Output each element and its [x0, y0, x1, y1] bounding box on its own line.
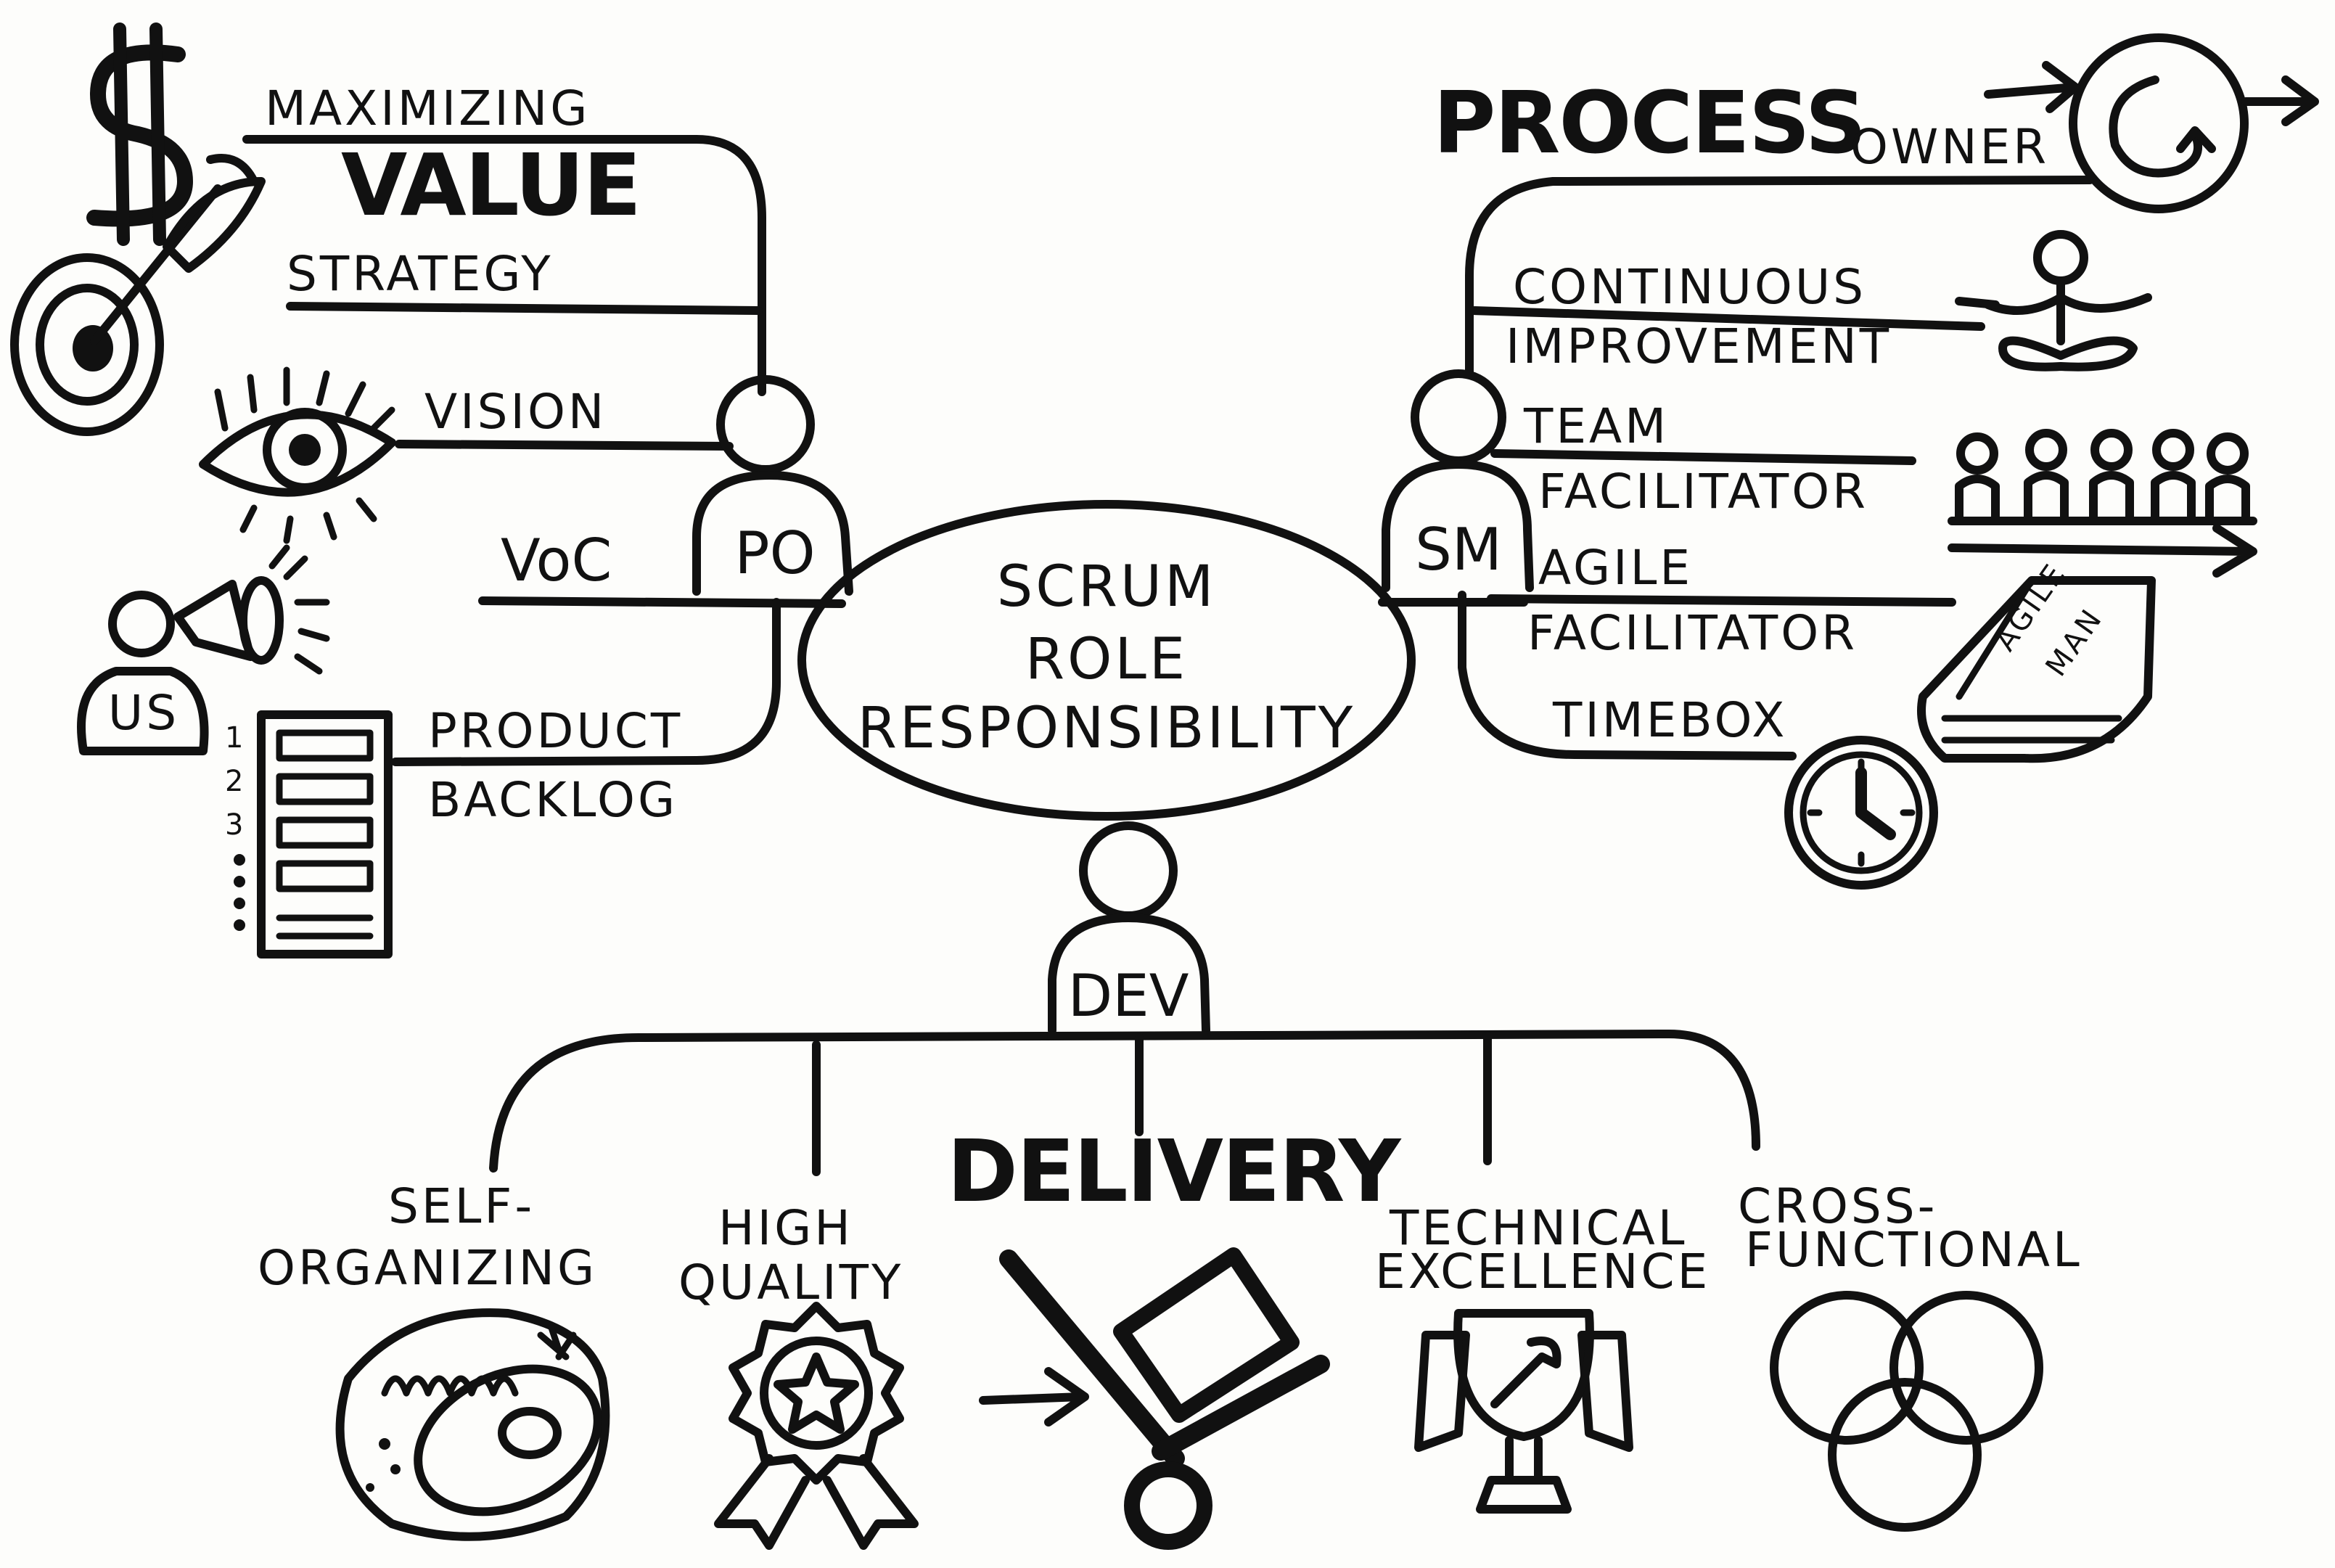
backlog-num-1: 1	[225, 721, 246, 755]
timebox-label: TIMEBOX	[1552, 692, 1788, 748]
meditating-person-icon	[1955, 230, 2152, 372]
maximizing-label: MAXIMIZING	[265, 81, 590, 136]
quality-label: QUALITY	[678, 1255, 903, 1310]
agile-facilitator-label: FACILITATOR	[1527, 605, 1858, 661]
process-label: PROCESS	[1433, 73, 1866, 173]
backlog-list-icon: 1 2 3	[225, 710, 393, 959]
backlog-num-3: 3	[225, 808, 246, 842]
continuous-label: CONTINUOUS	[1513, 259, 1866, 315]
sm-role-label: SM	[1415, 516, 1502, 583]
dev-branch: DEV SELF- ORGANIZING HIGH QUALITY DELIVE…	[258, 821, 2082, 1550]
strategy-label: STRATEGY	[287, 246, 554, 302]
po-role-label: PO	[734, 520, 815, 587]
value-label: VALUE	[341, 135, 640, 235]
cell-icon	[335, 1308, 610, 1541]
megaphone-user-icon: US	[77, 544, 330, 755]
us-label: US	[108, 685, 179, 741]
center-line2: ROLE	[1025, 627, 1188, 692]
book-title-2: MAN	[2040, 602, 2110, 682]
organizing-label: ORGANIZING	[258, 1240, 597, 1296]
dev-avatar: DEV	[1048, 821, 1210, 1035]
eye-icon	[199, 366, 396, 544]
team-people-icon	[1948, 429, 2257, 578]
delivery-label: DELIVERY	[947, 1121, 1402, 1221]
dev-role-label: DEV	[1068, 962, 1189, 1030]
self-label: SELF-	[388, 1178, 535, 1234]
improvement-label: IMPROVEMENT	[1506, 319, 1892, 374]
po-avatar: PO	[692, 375, 853, 596]
award-ribbon-icon	[714, 1302, 919, 1550]
agile-label: AGILE	[1538, 540, 1693, 596]
center-line1: SCRUM	[997, 554, 1217, 620]
book-icon: AGILE MAN	[1917, 557, 2156, 763]
backlog-label: BACKLOG	[428, 772, 678, 828]
sm-avatar: SM	[1382, 369, 1534, 592]
voc-label: VoC	[501, 527, 612, 594]
technical-label: TECHNICAL	[1389, 1200, 1688, 1256]
po-branch: PO MAXIMIZING VALUE STRATEGY VISION VoC …	[10, 22, 853, 959]
product-label: PRODUCT	[428, 703, 683, 759]
owner-label: OWNER	[1850, 119, 2049, 175]
functional-label: FUNCTIONAL	[1745, 1222, 2082, 1278]
team-facilitator-label: FACILITATOR	[1538, 464, 1868, 520]
backlog-num-2: 2	[225, 765, 246, 798]
hand-truck-icon	[979, 1247, 1330, 1550]
excellence-label: EXCELLENCE	[1375, 1244, 1710, 1300]
cross-label: CROSS-	[1738, 1178, 1938, 1234]
high-label: HIGH	[718, 1200, 853, 1256]
dollar-icon	[86, 22, 193, 246]
sm-branch: SM PROCESS OWNER CONTINUOUS IMPROVEMENT …	[1378, 33, 2319, 890]
trophy-wrench-icon	[1414, 1309, 1633, 1514]
center-line3: RESPONSIBILITY	[858, 696, 1356, 761]
team-label: TEAM	[1523, 398, 1669, 454]
vision-label: VISION	[424, 384, 607, 440]
clock-icon	[1784, 736, 1938, 890]
center-node: SCRUM ROLE RESPONSIBILITY	[797, 500, 1416, 821]
cycle-arrow-icon	[1984, 33, 2319, 213]
venn-circles-icon	[1770, 1291, 2043, 1532]
target-dart-icon	[10, 154, 266, 436]
